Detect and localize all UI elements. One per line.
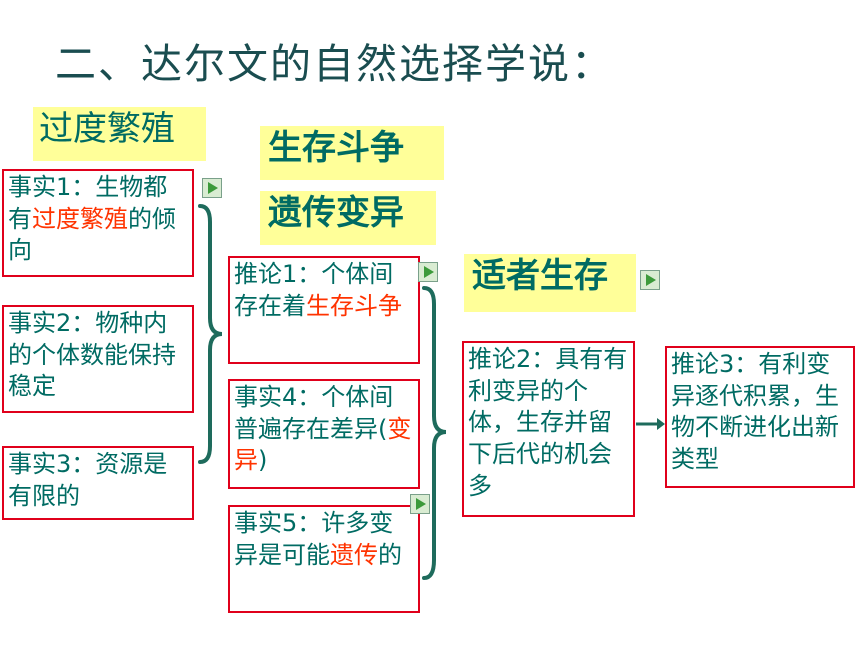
fact2-text: 事实2：物种内的个体数能保持稳定 [8,309,176,401]
inference1-highlight: 生存斗争 [306,291,402,320]
inference3-box: 推论3：有利变异逐代积累，生物不断进化出新类型 [665,346,855,488]
label-heredity-variation: 遗传变异 [260,191,436,245]
fact2-box: 事实2：物种内的个体数能保持稳定 [2,305,194,413]
right-brace-icon [198,204,223,464]
fact5-highlight: 遗传 [330,540,378,569]
fact1-text-post: 的倾向 [8,204,176,265]
fact4-box: 事实4：个体间普遍存在差异(变异) [228,379,420,489]
label-survival-of-fittest: 适者生存 [464,254,636,312]
inference1-box: 推论1：个体间存在着生存斗争 [228,256,420,364]
fact4-text-pre: 事实4：个体间普遍存在差异( [234,383,394,443]
fact3-text: 事实3：资源是有限的 [8,450,168,510]
arrow-right-icon [636,418,665,430]
fact5-text-post: 的 [378,540,402,569]
fact5-text-pre: 事实5：许多变异是可能 [234,509,394,569]
fact1-text-pre: 事实1：生物都有 [8,173,168,233]
inference2-text: 推论2：具有有利变异的个体，生存并留下后代的机会多 [468,345,628,500]
play-button-icon[interactable] [418,262,438,282]
fact1-highlight: 过度繁殖 [32,204,128,233]
fact3-box: 事实3：资源是有限的 [2,446,194,520]
play-button-icon[interactable] [640,270,660,290]
inference1-text-pre: 推论1：个体间存在着 [234,260,394,320]
right-brace-icon [422,286,447,580]
fact4-highlight: 变异 [234,414,412,475]
inference3-text: 推论3：有利变异逐代积累，生物不断进化出新类型 [671,350,839,474]
fact5-box: 事实5：许多变异是可能遗传的 [228,505,420,613]
inference2-box: 推论2：具有有利变异的个体，生存并留下后代的机会多 [462,341,635,517]
label-struggle-for-existence: 生存斗争 [260,126,444,180]
play-button-icon[interactable] [202,178,222,198]
page-title: 二、达尔文的自然选择学说： [55,40,614,88]
fact1-box: 事实1：生物都有过度繁殖的倾向 [2,169,194,277]
fact4-text-post: ) [258,446,268,475]
label-overproduction: 过度繁殖 [33,107,206,161]
play-button-icon[interactable] [410,494,430,514]
